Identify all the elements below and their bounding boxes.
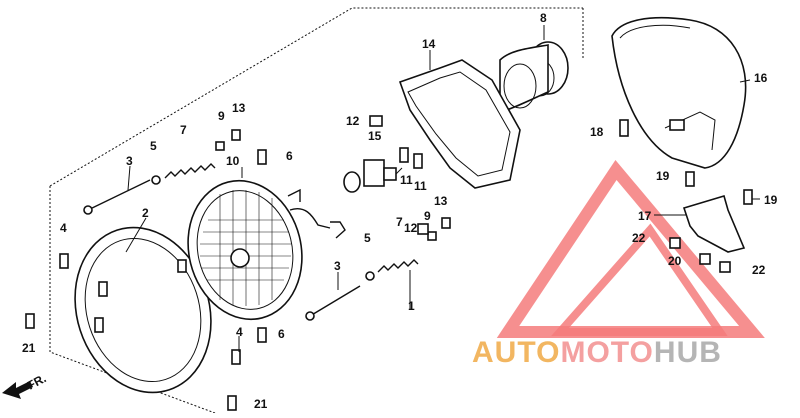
leader-lines (125, 25, 760, 352)
watermark-moto: MOTO (560, 336, 653, 369)
callout-label: 5 (150, 139, 157, 153)
callout-label: 6 (286, 149, 293, 163)
callout-label: 6 (278, 327, 285, 341)
callout-label: 1 (408, 299, 415, 313)
callout-label: 15 (368, 129, 382, 143)
callout-label: 10 (226, 154, 240, 168)
callout-label: 11 (414, 179, 427, 193)
washer-upper (151, 175, 161, 185)
callout-label: 7 (180, 123, 187, 137)
bolt-6-lower (257, 327, 267, 343)
callout-label: 3 (126, 154, 133, 168)
front-direction-arrow-icon: FR. (2, 371, 48, 399)
headlight-rim (74, 226, 212, 394)
clip-11-a (399, 147, 409, 163)
callout-label: 22 (752, 263, 766, 277)
nut-upper (215, 141, 225, 151)
callout-label: 19 (656, 169, 670, 183)
callout-label: 3 (334, 259, 341, 273)
cap-upper (231, 129, 241, 141)
clip-11-b (413, 153, 423, 169)
callout-label: 17 (638, 209, 652, 223)
spring-lower (377, 259, 419, 273)
watermark-auto: AUTO (472, 336, 560, 369)
callout-label: 5 (364, 231, 371, 245)
bolt-19-b (743, 189, 753, 205)
callout-label: 7 (396, 215, 403, 229)
bolt-21-left (25, 313, 35, 329)
bolt-18 (619, 119, 629, 137)
bolt-19-a (685, 171, 695, 187)
cap-lower (441, 217, 451, 229)
callout-label: 11 (400, 173, 413, 187)
nut-22-b (719, 261, 731, 273)
callout-label: 4 (60, 221, 67, 235)
callout-label: 8 (540, 11, 547, 25)
bolt-4-lower (231, 349, 241, 365)
nut-20 (699, 253, 711, 265)
callout-label: 9 (218, 109, 225, 123)
adjusting-screw-lower (305, 285, 361, 321)
spring-upper (164, 163, 216, 179)
clip-12-lower (417, 223, 429, 235)
socket-housing (499, 41, 569, 113)
callout-label: 21 (254, 397, 268, 411)
exploded-view-frame (49, 7, 584, 414)
callout-label: 14 (422, 37, 436, 51)
clip-12-upper (369, 115, 383, 127)
callout-label: 19 (764, 193, 778, 207)
nut-22-a (669, 237, 681, 249)
mounting-bracket (398, 59, 521, 189)
bolt-6-upper (257, 149, 267, 165)
callout-label: 20 (668, 254, 682, 268)
callout-label: 21 (22, 341, 36, 355)
callout-label: 12 (346, 114, 360, 128)
nut-lower (427, 231, 437, 241)
headlight-unit (187, 179, 346, 321)
bolt-4-upper (59, 253, 69, 269)
adjusting-screw-upper (83, 179, 151, 215)
washer-lower (365, 271, 375, 281)
callout-label: 9 (424, 209, 431, 223)
watermark-hub: HUB (654, 336, 722, 369)
headlight-case (611, 16, 747, 169)
bolt-21-bottom (227, 395, 237, 411)
direction-label: FR. (25, 371, 49, 392)
watermark-logo: AUTOMOTOHUB (472, 336, 722, 369)
callout-labels: 1 2 3 3 4 4 5 5 6 6 7 7 8 9 9 10 11 11 1… (22, 11, 778, 411)
callout-label: 22 (632, 231, 646, 245)
stay-17 (682, 195, 746, 253)
watermark-triangle-icon (496, 160, 765, 338)
callout-label: 13 (434, 194, 448, 208)
headlight-bulb (343, 159, 403, 193)
svg-text:AUTOMOTOHUB: AUTOMOTOHUB (472, 336, 722, 369)
callout-label: 12 (404, 221, 418, 235)
callout-label: 18 (590, 125, 604, 139)
callout-label: 4 (236, 325, 243, 339)
callout-label: 13 (232, 101, 246, 115)
callout-label: 2 (142, 206, 149, 220)
callout-label: 16 (754, 71, 768, 85)
